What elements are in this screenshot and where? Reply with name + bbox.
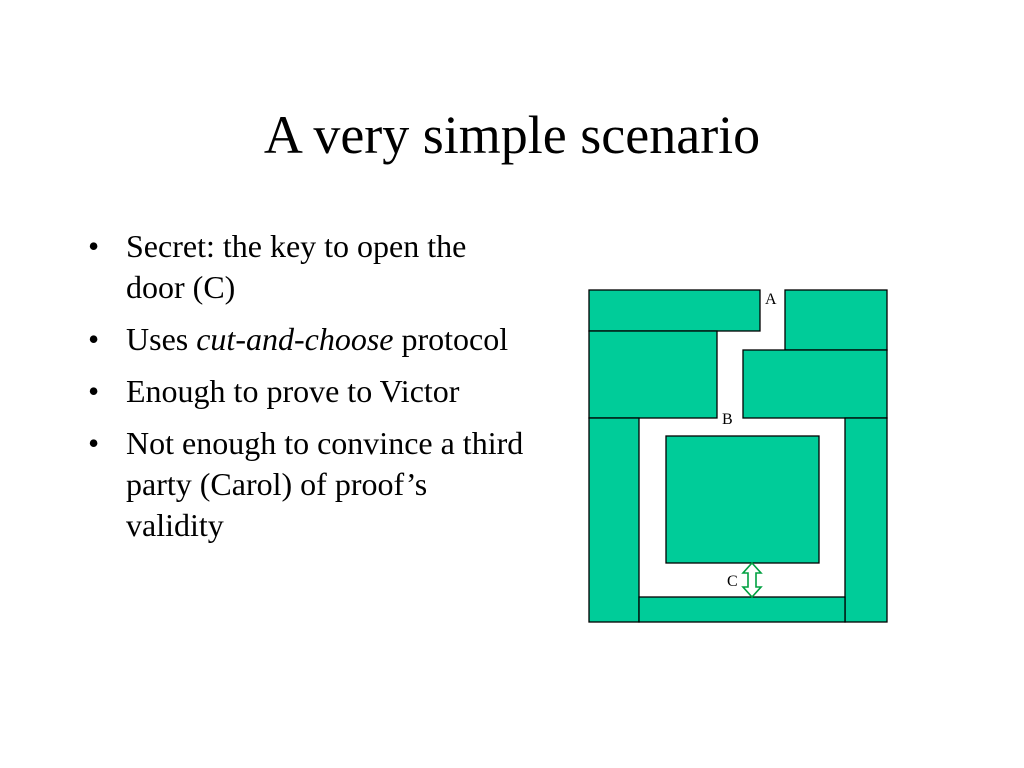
wall-top-left xyxy=(588,289,761,332)
wall-middle-left xyxy=(588,330,718,419)
wall-middle-right xyxy=(742,349,888,419)
center-block xyxy=(665,435,820,564)
bullet-dot-icon: • xyxy=(88,228,100,264)
bullet-text: Not enough to convince a third party (Ca… xyxy=(126,425,524,543)
wall-left-column xyxy=(588,417,640,623)
wall-right-column xyxy=(844,417,888,623)
bullet-item: • Enough to prove to Victor xyxy=(84,371,524,412)
label-b: B xyxy=(722,411,733,428)
label-c: C xyxy=(727,573,738,590)
bullet-text: Secret: the key to open the door (C) xyxy=(126,228,467,305)
bullet-item: • Not enough to convince a third party (… xyxy=(84,423,524,546)
bullet-list: • Secret: the key to open the door (C) •… xyxy=(84,226,524,557)
wall-top-right xyxy=(784,289,888,351)
cave-door-diagram: A B C xyxy=(587,287,891,627)
label-a: A xyxy=(765,291,777,308)
bullet-text: Uses xyxy=(126,321,197,357)
bullet-text-emphasis: cut-and-choose xyxy=(196,321,394,357)
bullet-text: protocol xyxy=(393,321,509,357)
bullet-item: • Uses cut-and-choose protocol xyxy=(84,319,524,360)
slide-title: A very simple scenario xyxy=(263,105,761,165)
bullet-text: Enough to prove to Victor xyxy=(126,373,460,409)
wall-bottom-bar xyxy=(638,596,846,623)
bullet-dot-icon: • xyxy=(88,321,100,357)
bullet-dot-icon: • xyxy=(88,373,100,409)
bullet-item: • Secret: the key to open the door (C) xyxy=(84,226,524,308)
door-double-arrow-icon xyxy=(741,561,763,599)
bullet-dot-icon: • xyxy=(88,425,100,461)
